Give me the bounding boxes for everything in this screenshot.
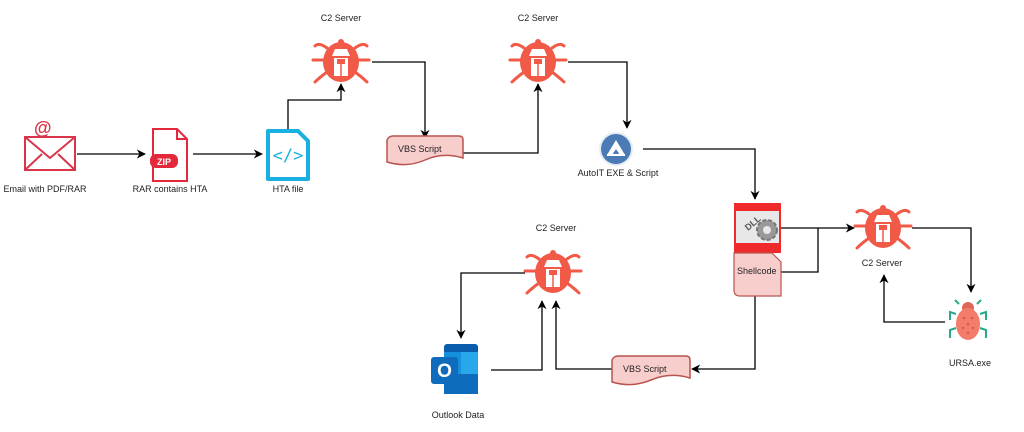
svg-text:@: @ xyxy=(34,118,52,138)
edge-c2-3-ursa xyxy=(912,227,976,293)
autoit-icon[interactable] xyxy=(599,132,633,166)
edge-ursa-c2-3 xyxy=(879,274,945,323)
label-vbs-1: VBS Script xyxy=(398,144,442,154)
label-c2-2: C2 Server xyxy=(517,13,559,23)
edge-hta-c2-1 xyxy=(287,83,346,130)
edge-vbs-2-c2-4 xyxy=(551,300,612,370)
email-icon[interactable]: @ xyxy=(24,118,76,171)
label-c2-4: C2 Server xyxy=(535,223,577,233)
label-shellcode: Shellcode xyxy=(737,266,777,276)
vbs-script-shape-1[interactable] xyxy=(386,135,464,166)
bug-icon-c2-1[interactable] xyxy=(311,37,371,84)
label-rar: RAR contains HTA xyxy=(132,184,208,194)
outlook-icon[interactable]: O xyxy=(431,344,478,394)
label-hta: HTA file xyxy=(272,184,304,194)
bug-icon-c2-2[interactable] xyxy=(508,37,568,84)
bug-icon-c2-4[interactable] xyxy=(523,248,583,295)
edge-c2-1-vbs-1 xyxy=(372,61,430,139)
outlook-glyph: O xyxy=(437,361,452,382)
label-c2-1: C2 Server xyxy=(320,13,362,23)
label-email: Email with PDF/RAR xyxy=(3,184,87,194)
zip-badge: ZIP xyxy=(157,157,171,167)
edge-c2-4-outlook xyxy=(456,272,525,339)
zip-file-icon[interactable]: ZIP xyxy=(150,128,188,182)
edge-shellcode-vbs-2 xyxy=(691,296,756,374)
edge-c2-2-autoit xyxy=(568,61,632,129)
dll-gear-icon[interactable]: DLL xyxy=(734,203,781,253)
edges xyxy=(77,61,976,374)
code-glyph: </> xyxy=(273,146,304,166)
edge-autoit-dll xyxy=(643,148,760,200)
label-ursa: URSA.exe xyxy=(948,358,992,368)
code-file-icon[interactable]: </> xyxy=(266,129,310,181)
edge-shellcode-c2-3 xyxy=(781,228,819,273)
label-autoit: AutoIT EXE & Script xyxy=(577,168,659,178)
edge-vbs-1-c2-2 xyxy=(463,83,543,154)
vbs-script-shape-2[interactable] xyxy=(611,355,691,386)
label-c2-3: C2 Server xyxy=(861,258,903,268)
bug-icon-c2-3[interactable] xyxy=(853,203,913,250)
shellcode-shape[interactable] xyxy=(733,252,782,297)
label-vbs-2: VBS Script xyxy=(623,364,667,374)
edge-outlook-c2-4 xyxy=(491,300,547,371)
label-outlook: Outlook Data xyxy=(431,410,485,420)
beetle-icon[interactable] xyxy=(949,299,987,340)
